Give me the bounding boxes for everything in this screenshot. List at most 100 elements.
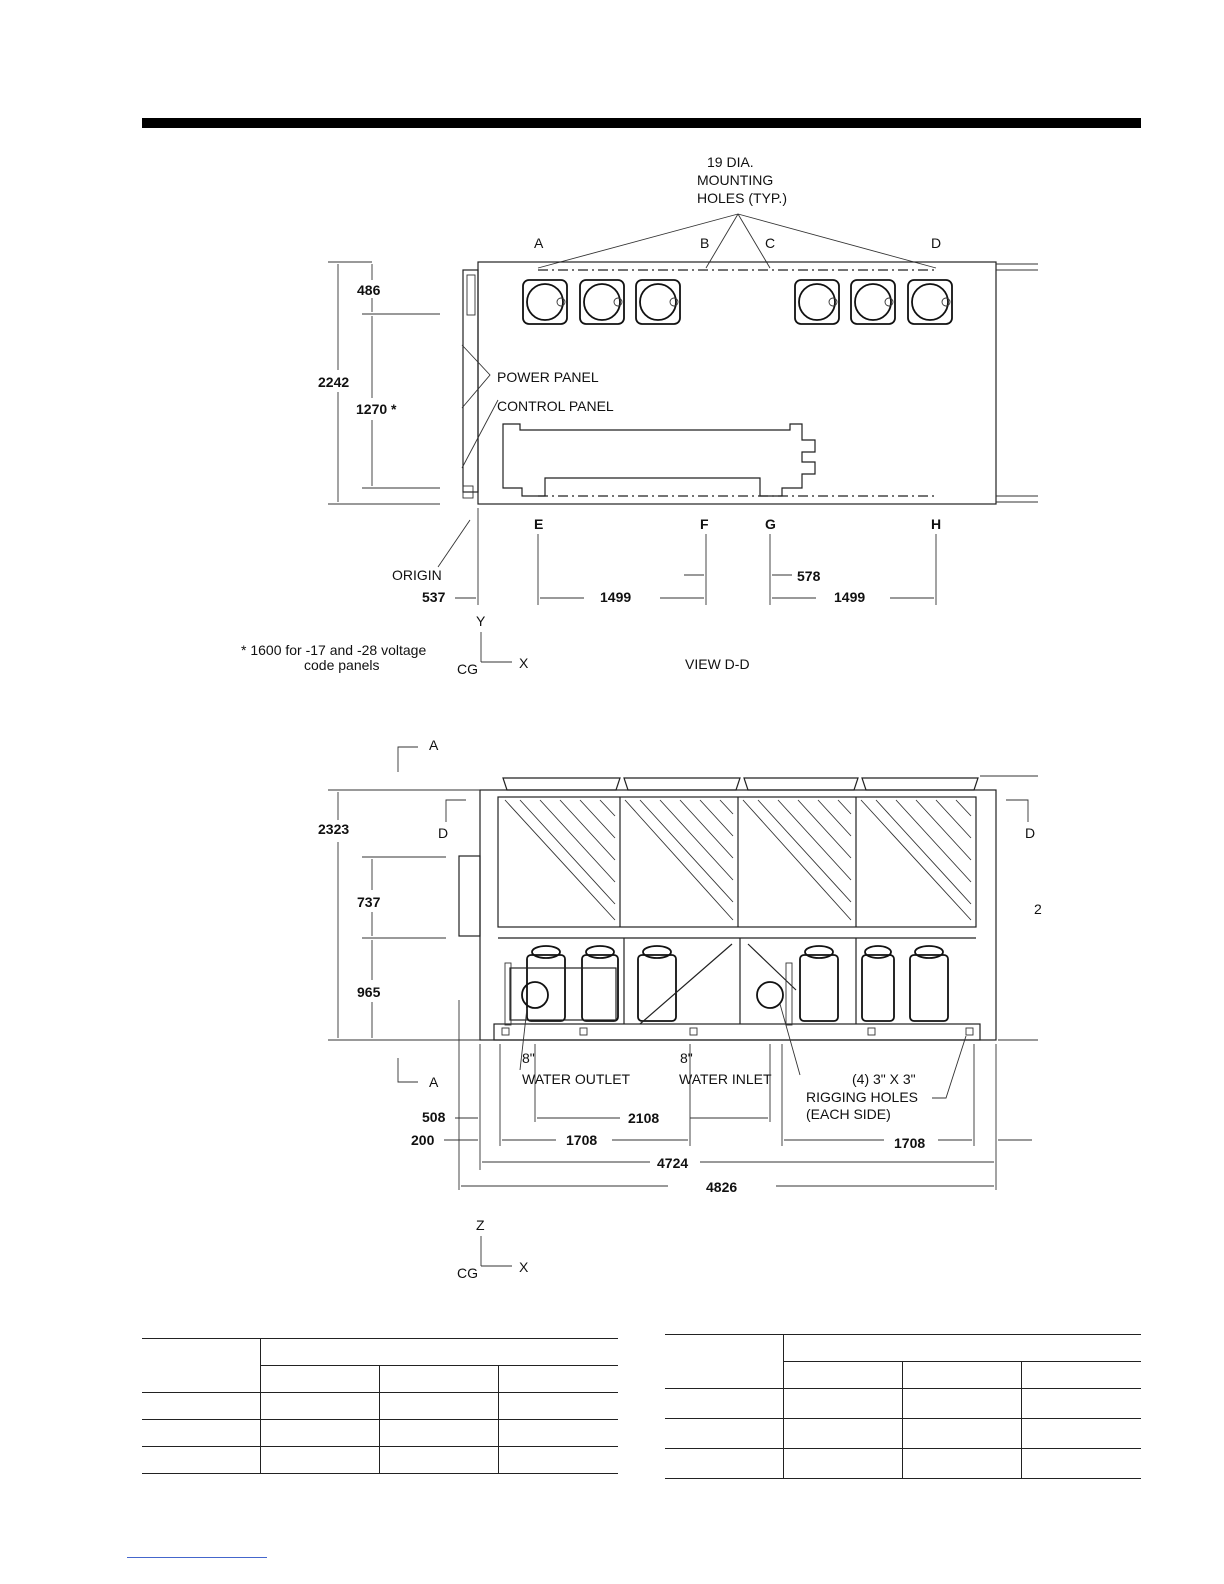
table-cell [260,1392,380,1420]
table-cell [902,1418,1022,1449]
axis-x-label: X [519,1259,529,1275]
dim-elev-lower: 965 [357,984,381,1000]
dim-origin-x: 537 [422,589,446,605]
table-left [142,1338,618,1474]
table-cell [1021,1361,1141,1389]
section-mark [397,1058,418,1083]
power-panel-label: POWER PANEL [497,369,599,385]
table-cell [665,1418,784,1449]
table-row [665,1448,1141,1479]
table-cell [379,1392,499,1420]
dim-gh-spacing: 1499 [834,589,865,605]
dim-outlet-inlet: 2108 [628,1110,659,1126]
hole-label-g: G [765,516,776,532]
dim-height-total: 2242 [318,374,349,390]
footer-rule [127,1557,267,1558]
table-cell [498,1392,618,1420]
mounting-note-line3: HOLES (TYP.) [697,190,787,206]
table-cell [260,1446,380,1474]
compressor-icons [526,945,949,1022]
coil-hatch [504,799,972,921]
dim-right-rig: 1708 [894,1135,925,1151]
dim-elev-height-total: 2323 [318,821,349,837]
outlet-label: WATER OUTLET [522,1071,631,1087]
origin-label: ORIGIN [392,567,442,583]
axis-x-label: X [519,655,529,671]
axis-z-label: Z [476,1217,485,1233]
section-mark [445,799,466,822]
control-panel-label: CONTROL PANEL [497,398,614,414]
table-cell [902,1448,1022,1479]
section-mark [1006,799,1029,822]
table-cell [498,1365,618,1393]
frame-brace [639,943,733,1025]
fan-icon [635,279,681,325]
dim-rail-x: 200 [411,1132,435,1148]
outlet-size: 8" [522,1050,535,1066]
table-row [142,1392,618,1420]
table-cell [902,1388,1022,1419]
fan-icon [579,279,625,325]
leader-line [737,213,937,269]
rigging-holes [501,1027,974,1036]
hole-label-f: F [700,516,709,532]
table-row [142,1446,618,1474]
hole-label-d: D [931,235,941,251]
hole-label-h: H [931,516,941,532]
elevation-view: A A D D [318,737,1042,1281]
hole-label-b: B [700,235,709,251]
section-mark [397,746,418,772]
table-cell [783,1388,903,1419]
table-cell [142,1446,261,1474]
cg-symbol: CG [457,661,478,677]
hole-label-c: C [765,235,775,251]
table-cell [260,1338,618,1366]
dim-top-offset: 486 [357,282,381,298]
table-cell [1021,1388,1141,1419]
coil-section [497,796,977,928]
fan-icon [907,279,953,325]
hole-label-e: E [534,516,543,532]
frame-brace [747,943,797,991]
leader-line [519,1007,528,1071]
inlet-size: 8" [680,1050,693,1066]
table-cell [260,1365,380,1393]
table-cell [142,1419,261,1447]
rigging-line2: RIGGING HOLES [806,1089,918,1105]
leader-line [932,1035,967,1099]
leader-line [537,213,739,269]
table-cell [665,1334,784,1389]
fan-icon [794,279,840,325]
leader-line [705,213,739,269]
view-label: VIEW D-D [685,656,750,672]
table-cell [783,1418,903,1449]
rigging-line3: (EACH SIDE) [806,1106,891,1122]
table-cell [783,1448,903,1479]
water-inlet-icon [756,981,784,1009]
table-cell [379,1419,499,1447]
fan-guards [502,777,979,791]
table-cell [665,1388,784,1419]
dim-fg-spacing: 578 [797,568,821,584]
dim-left-rig: 1708 [566,1132,597,1148]
dim-outlet-x: 508 [422,1109,446,1125]
plan-view: 19 DIA. MOUNTING HOLES (TYP.) A B C D [241,154,1038,677]
table-cell [783,1361,903,1389]
fan-icon [522,279,568,325]
section-a-bottom: A [429,1074,439,1090]
section-a-top: A [429,737,439,753]
table-cell [665,1448,784,1479]
pipe-flange [785,962,793,1026]
rigging-line1: (4) 3" X 3" [852,1071,916,1087]
leader-line [437,519,471,568]
cooler-body [509,967,617,1021]
table-right [665,1334,1141,1479]
mounting-note-line1: 19 DIA. [707,154,754,170]
evaporator-shell [502,423,816,497]
dim-panel-height: 1270 * [356,401,397,417]
header-rule [142,118,1141,128]
axis-y-label: Y [476,613,486,629]
control-box [458,855,481,937]
footnote-line1: * 1600 for -17 and -28 voltage [241,642,426,658]
